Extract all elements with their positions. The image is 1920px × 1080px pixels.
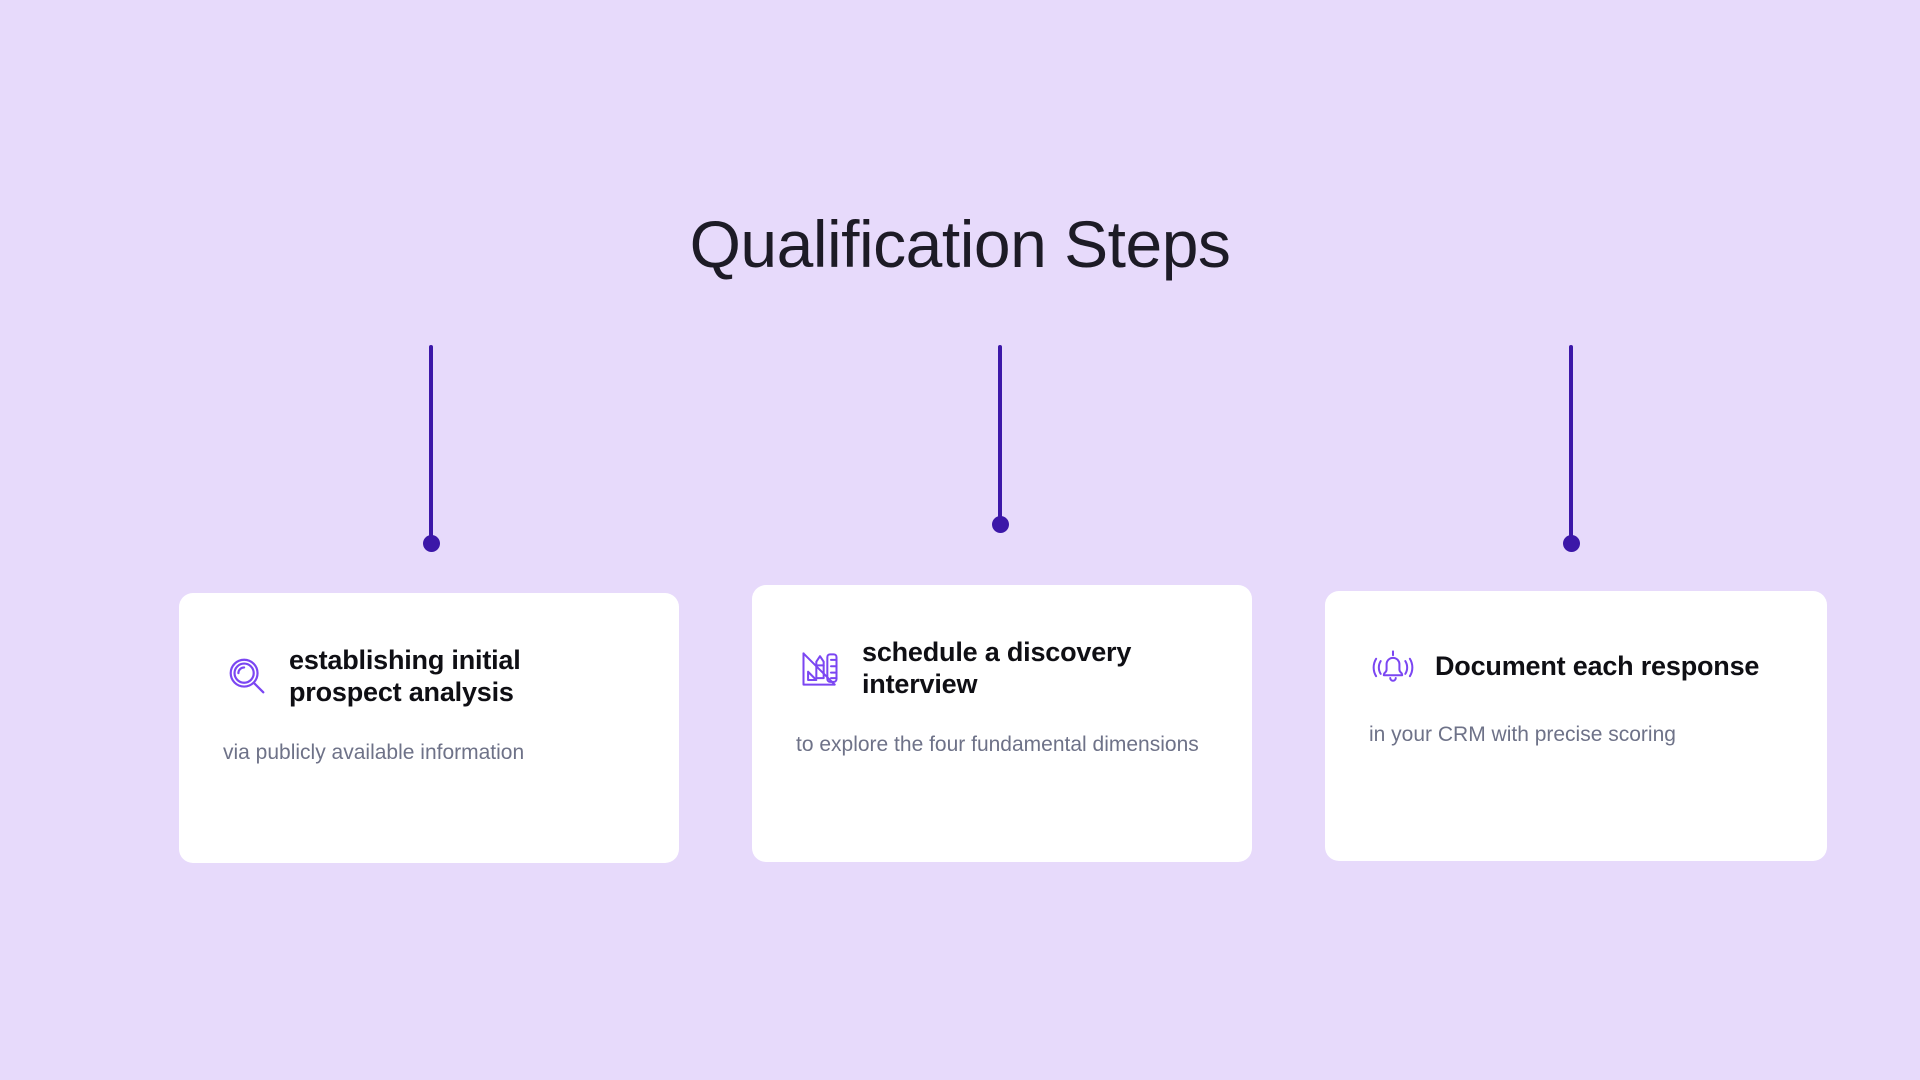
step-card-header: establishing initial prospect analysis bbox=[223, 645, 635, 709]
connector-line bbox=[1569, 345, 1573, 537]
connector-line bbox=[429, 345, 433, 537]
connector-line bbox=[998, 345, 1002, 518]
step-card-subtitle: to explore the four fundamental dimensio… bbox=[796, 732, 1199, 756]
magnifier-icon bbox=[223, 653, 271, 701]
connector-dot bbox=[1562, 535, 1580, 552]
step-card-3: Document each response in your CRM with … bbox=[1325, 591, 1827, 861]
ringing-bell-icon bbox=[1369, 643, 1417, 691]
step-card-header: schedule a discovery interview bbox=[796, 637, 1208, 701]
step-card-header: Document each response bbox=[1369, 643, 1783, 691]
connector-dot bbox=[422, 535, 440, 552]
drafting-tools-icon bbox=[796, 645, 844, 693]
connector-step-1 bbox=[422, 345, 440, 552]
step-card-2: schedule a discovery interview to explor… bbox=[752, 585, 1252, 862]
page-title: Qualification Steps bbox=[689, 207, 1231, 281]
step-card-subtitle: in your CRM with precise scoring bbox=[1369, 723, 1676, 746]
connector-dot bbox=[991, 516, 1009, 533]
step-card-title: Document each response bbox=[1435, 651, 1760, 682]
connector-step-2 bbox=[991, 345, 1009, 533]
step-card-subtitle: via publicly available information bbox=[223, 740, 525, 764]
step-card-title: establishing initial prospect analysis bbox=[289, 645, 521, 707]
step-card-title: schedule a discovery interview bbox=[862, 637, 1132, 699]
step-card-1: establishing initial prospect analysis v… bbox=[179, 593, 679, 863]
connector-step-3 bbox=[1562, 345, 1580, 552]
